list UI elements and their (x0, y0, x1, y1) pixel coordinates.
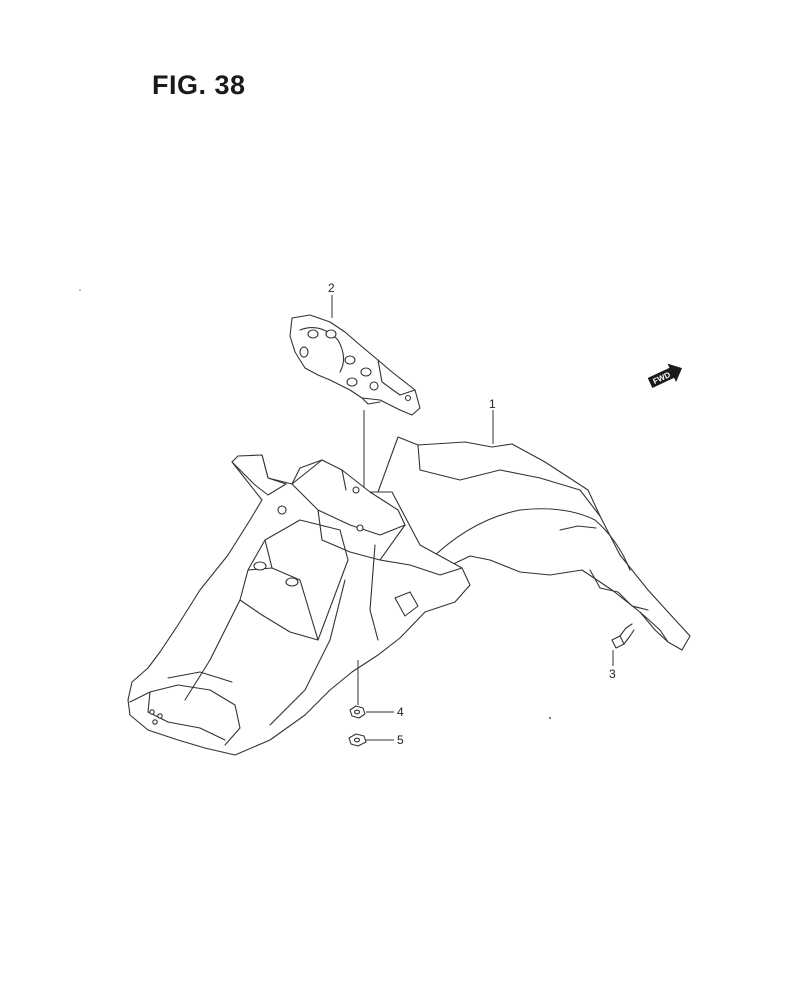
callout-label-3: 3 (609, 667, 616, 681)
bracket (289, 314, 421, 416)
callout-label-2: 2 (328, 281, 335, 295)
screw (611, 623, 635, 649)
fwd-label: FWD (652, 370, 673, 386)
figure-title: FIG. 38 (152, 70, 246, 100)
callout-label-1: 1 (489, 397, 496, 411)
scan-speck (79, 289, 81, 291)
washer (348, 733, 367, 747)
fwd-direction-badge: FWD (647, 363, 682, 388)
arrow-right-icon (647, 363, 682, 388)
rear-fender (127, 436, 691, 756)
callout-label-5: 5 (397, 733, 404, 747)
nut (349, 705, 366, 719)
scan-speck (549, 717, 551, 719)
callout-label-4: 4 (397, 705, 404, 719)
